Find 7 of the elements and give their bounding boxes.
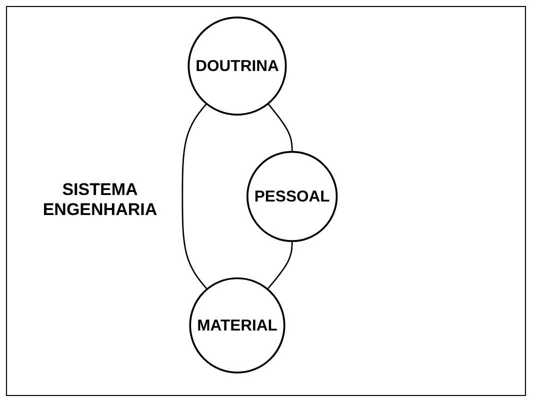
node-circle: MATERIAL <box>190 277 286 374</box>
connector <box>267 241 294 290</box>
node-circle: PESSOAL <box>246 150 338 242</box>
center-label: SISTEMA ENGENHARIA <box>42 180 158 220</box>
node-circle: DOUTRINA <box>188 16 288 116</box>
connector <box>268 103 294 152</box>
connector <box>182 103 208 290</box>
